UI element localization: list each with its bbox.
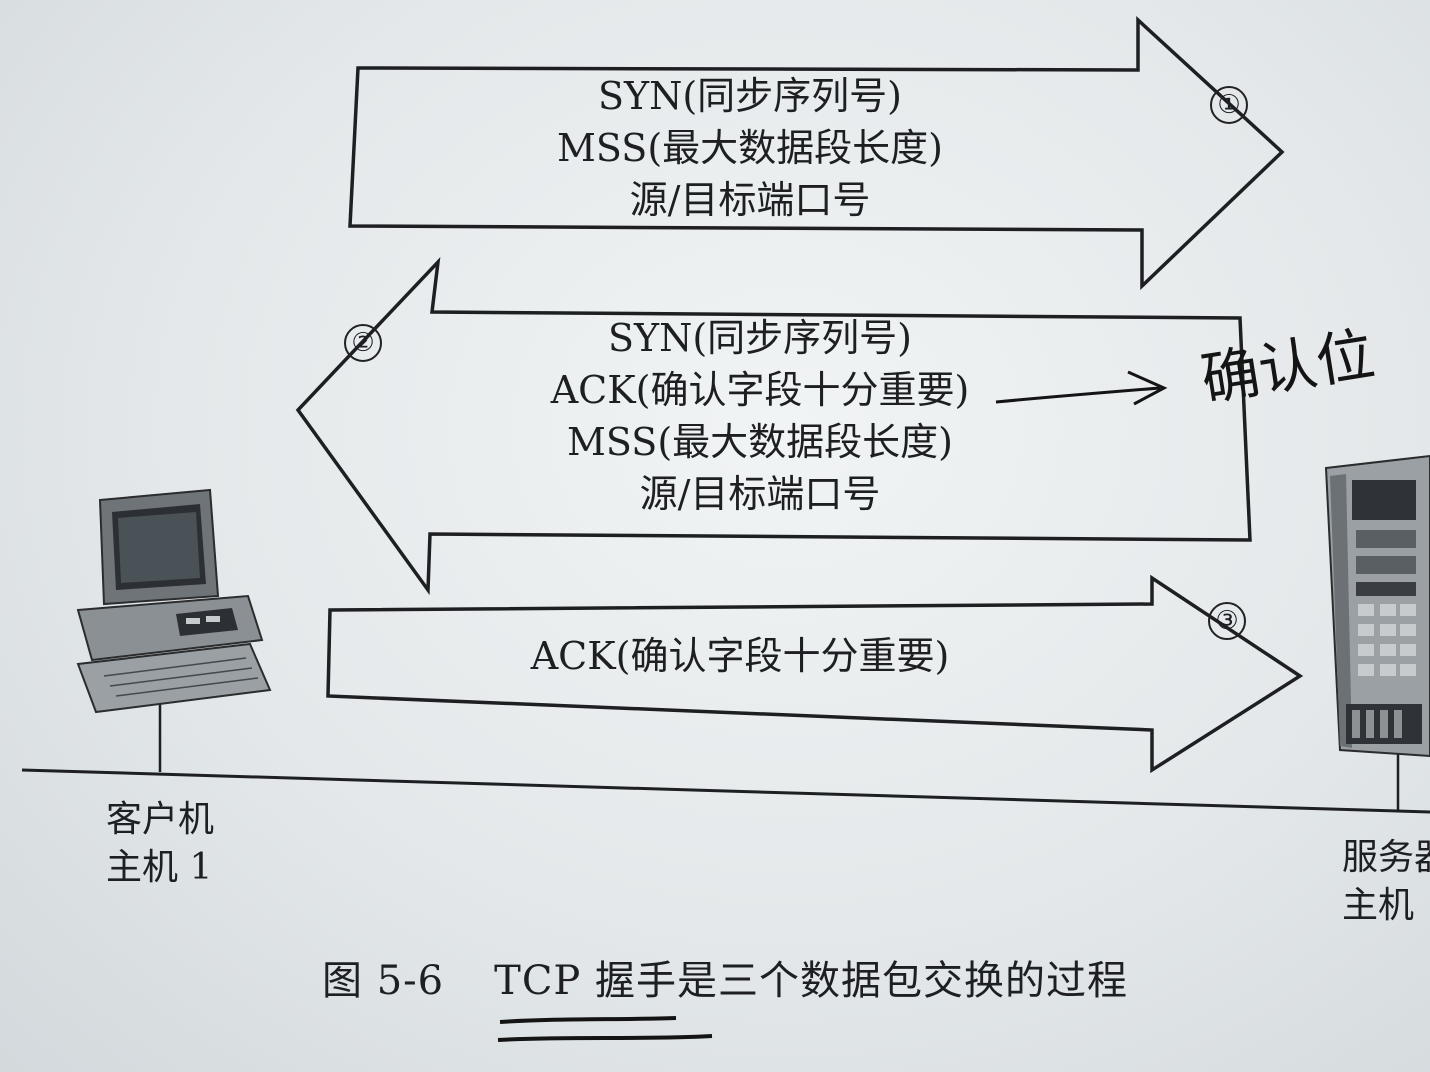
arrow-2-line-4: 源/目标端口号 — [639, 472, 881, 516]
arrow-3-line-1: ACK(确认字段十分重要) — [530, 634, 950, 678]
arrow-2-line-3: MSS(最大数据段长度) — [567, 420, 953, 464]
arrow-1-line-3: 源/目标端口号 — [629, 178, 871, 222]
handwritten-arrowhead — [1127, 370, 1168, 406]
arrow-2-line-2: ACK(确认字段十分重要) — [550, 368, 970, 412]
arrow-1-shape — [348, 16, 1285, 291]
step-1-marker: ① — [1210, 86, 1248, 124]
network-line — [21, 768, 1430, 814]
client-label-line-2: 主机 1 — [106, 847, 213, 888]
handwritten-underline — [499, 1016, 677, 1024]
server-label-line-1: 服务器 — [1342, 837, 1430, 878]
step-2-marker: ② — [344, 324, 382, 362]
arrow-3-shape — [326, 574, 1304, 774]
handwritten-pointer-arrow — [995, 386, 1161, 404]
client-label-line-1: 客户机 — [106, 799, 215, 840]
figure-title: TCP 握手是三个数据包交换的过程 — [494, 958, 1129, 1004]
server-label: 服务器 主机 — [1342, 834, 1430, 930]
arrow-1-line-2: MSS(最大数据段长度) — [557, 126, 943, 170]
arrow-1-text: SYN(同步序列号) MSS(最大数据段长度) 源/目标端口号 — [520, 70, 980, 226]
server-label-line-2: 主机 — [1342, 885, 1415, 926]
arrow-2-text: SYN(同步序列号) ACK(确认字段十分重要) MSS(最大数据段长度) 源/… — [510, 312, 1010, 520]
handwritten-underline-2 — [497, 1034, 713, 1042]
arrow-3-text: ACK(确认字段十分重要) — [490, 630, 990, 682]
server-tower-icon — [1324, 454, 1430, 758]
client-computer-icon — [76, 488, 272, 714]
figure-number: 图 5-6 — [322, 958, 445, 1004]
step-3-marker: ③ — [1208, 602, 1246, 640]
arrow-1-line-1: SYN(同步序列号) — [597, 74, 903, 118]
arrow-2-line-1: SYN(同步序列号) — [607, 316, 913, 360]
client-label: 客户机 主机 1 — [106, 796, 214, 892]
arrow-2-shape — [295, 256, 1252, 596]
figure-caption: 图 5-6 TCP 握手是三个数据包交换的过程 — [322, 948, 1128, 1006]
